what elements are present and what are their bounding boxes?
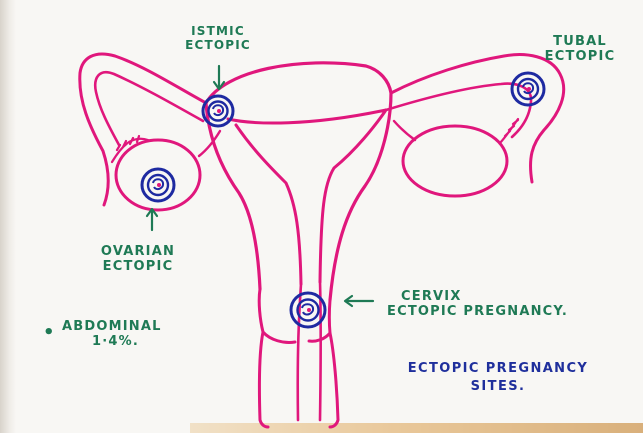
ovarian-line1: OVARIAN — [86, 245, 190, 260]
tubal-ectopic-label: TUBAL ECTOPIC — [535, 35, 625, 65]
tubal-line1: TUBAL — [535, 35, 625, 50]
right-ovarian-ligament — [394, 121, 415, 140]
uterus-outline — [206, 63, 391, 300]
ovarian-ectopic-sac — [142, 169, 174, 201]
right-tube — [391, 55, 564, 182]
diagram-title: ECTOPIC PREGNANCY SITES. — [382, 361, 614, 394]
cervix-ectopic-label: CERVIX ECTOPIC PREGNANCY. — [387, 290, 627, 320]
istmic-line1: ISTMIC — [181, 25, 255, 39]
istmic-line2: ECTOPIC — [181, 39, 255, 53]
abdominal-line1: ABDOMINAL — [62, 320, 182, 335]
right-fimbriae — [500, 119, 518, 143]
arrow-ovarian — [147, 209, 157, 230]
right-ovary — [403, 126, 507, 196]
left-tube-inner — [95, 72, 203, 145]
arrow-istmic — [214, 66, 224, 89]
title-line1: ECTOPIC PREGNANCY — [382, 361, 614, 377]
ovarian-ectopic-label: OVARIAN ECTOPIC — [86, 245, 190, 275]
abdominal-label: ABDOMINAL 1·4%. — [62, 320, 182, 350]
title-line2: SITES. — [382, 379, 614, 395]
istmic-ectopic-label: ISTMIC ECTOPIC — [181, 25, 255, 53]
istmic-ectopic-sac — [203, 96, 233, 126]
tubal-line2: ECTOPIC — [535, 50, 625, 65]
ovarian-line2: ECTOPIC — [86, 260, 190, 275]
cervix-line2: ECTOPIC PREGNANCY. — [387, 305, 627, 320]
uterus-outline-left — [206, 103, 260, 289]
uterus-cavity — [228, 110, 386, 284]
abdominal-line2: 1·4%. — [62, 335, 182, 350]
cervix-line1: CERVIX — [387, 290, 627, 305]
bullet-dot: • — [43, 322, 55, 343]
arrow-cervical — [345, 296, 373, 306]
tubal-ectopic-sac — [512, 73, 544, 105]
